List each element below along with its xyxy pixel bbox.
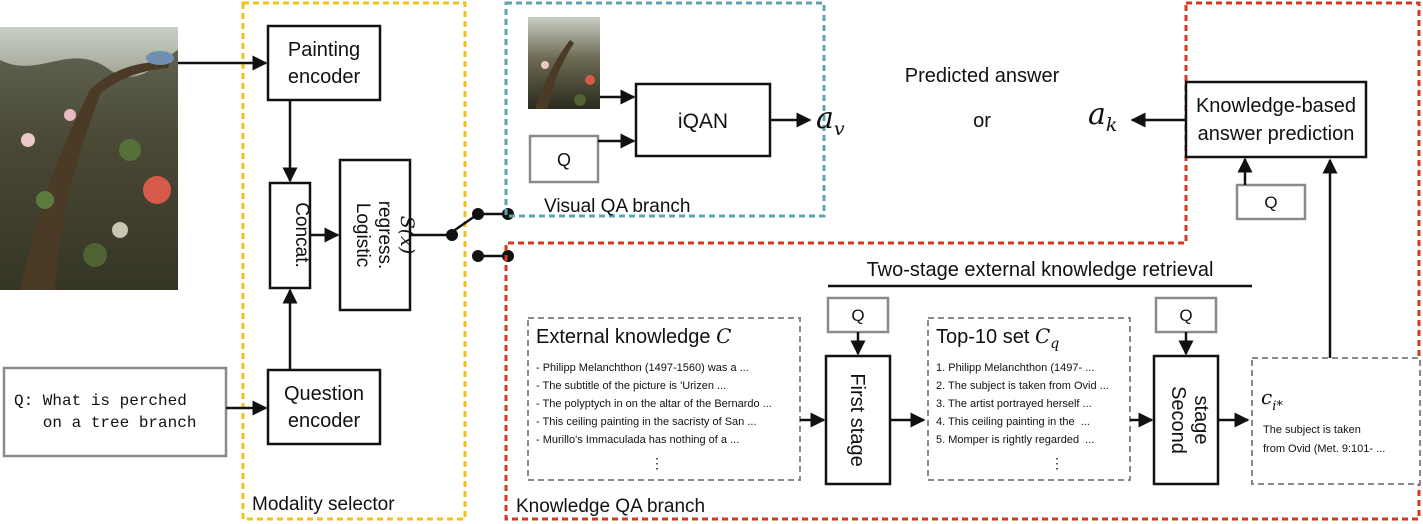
question-line-2: on a tree branch <box>14 414 196 432</box>
knowledge-qa-label: Knowledge QA branch <box>516 496 705 517</box>
top10-item-1: 1. Philipp Melanchthon (1497- ... <box>936 362 1094 374</box>
external-knowledge-title: External knowledge C <box>536 324 731 348</box>
predicted-answer-label: Predicted answer <box>905 65 1060 87</box>
kb-prediction-line-1: Knowledge-based <box>1196 95 1356 117</box>
painting-thumbnail <box>528 17 600 109</box>
answer-ak: ak <box>1088 97 1117 136</box>
visual-q-label: Q <box>557 150 571 170</box>
ci-text-line-1: The subject is taken <box>1263 424 1361 436</box>
logistic-line-1: Logistic <box>352 203 373 267</box>
top10-item-3: 3. The artist portrayed herself ... <box>936 398 1092 410</box>
second-stage-line-1: Second <box>1167 386 1189 454</box>
second-stage-line-2: stage <box>1190 396 1212 445</box>
iqan-box <box>634 82 772 158</box>
top10-title: Top-10 set Cq <box>936 324 1059 352</box>
second-stage-q-label: Q <box>1179 306 1192 325</box>
visual-qa-label: Visual QA branch <box>544 196 690 217</box>
first-stage-box <box>824 354 892 486</box>
branch-switch <box>410 208 514 262</box>
question-encoder-box <box>266 368 382 446</box>
painting-image <box>0 27 178 290</box>
painting-encoder-box <box>266 24 382 102</box>
kb-q-label: Q <box>1264 193 1277 212</box>
iqan-label: iQAN <box>678 110 728 133</box>
or-label: or <box>973 110 991 132</box>
top10-ellipsis: ⋮ <box>1050 455 1064 471</box>
question-encoder-line-2: encoder <box>288 410 361 432</box>
top10-item-4: 4. This ceiling painting in the ... <box>936 416 1090 428</box>
question-encoder-line-1: Question <box>284 383 364 405</box>
top10-box <box>927 317 1131 481</box>
visual-q-box <box>528 134 600 184</box>
two-stage-title: Two-stage external knowledge retrieval <box>867 259 1214 281</box>
external-item-4: - This ceiling painting in the sacristy … <box>536 416 757 428</box>
ci-symbol: ci* <box>1261 385 1283 414</box>
kb-q-box <box>1235 183 1307 221</box>
answer-av: av <box>816 101 845 140</box>
second-stage-box <box>1152 354 1220 486</box>
top10-item-2: 2. The subject is taken from Ovid ... <box>936 380 1109 392</box>
kb-prediction-line-2: answer prediction <box>1198 123 1355 145</box>
first-stage-q-label: Q <box>851 306 864 325</box>
logistic-line-2: regress. <box>374 201 395 270</box>
external-knowledge-box <box>527 317 801 481</box>
modality-selector-label: Modality selector <box>252 494 395 515</box>
painting-encoder-line-2: encoder <box>288 66 361 88</box>
external-item-2: - The subtitle of the picture is 'Urizen… <box>536 380 726 392</box>
ci-box <box>1251 357 1421 485</box>
concat-box <box>268 181 312 290</box>
logistic-function: S(x) <box>396 216 418 255</box>
top10-item-5: 5. Momper is rightly regarded ... <box>936 434 1094 446</box>
external-item-5: - Murillo's Immaculada has nothing of a … <box>536 434 739 446</box>
question-input-box <box>2 366 228 458</box>
ci-text-line-2: from Ovid (Met. 9:101- ... <box>1263 443 1385 455</box>
logistic-regression-box <box>338 158 412 312</box>
second-stage-q-box <box>1154 296 1218 334</box>
visual-qa-region <box>504 1 826 218</box>
question-line-1: Q: What is perched <box>14 392 187 410</box>
external-item-1: - Philipp Melanchthon (1497-1560) was a … <box>536 362 749 374</box>
concat-label: Concat. <box>291 202 312 267</box>
modality-selector-region <box>241 1 467 521</box>
knowledge-qa-region <box>504 1 1421 521</box>
external-item-3: - The polyptych in on the altar of the B… <box>536 398 772 410</box>
painting-encoder-line-1: Painting <box>288 39 360 61</box>
kb-answer-prediction-box <box>1184 80 1368 159</box>
first-stage-label: First stage <box>846 373 868 466</box>
external-ellipsis: ⋮ <box>650 455 664 471</box>
